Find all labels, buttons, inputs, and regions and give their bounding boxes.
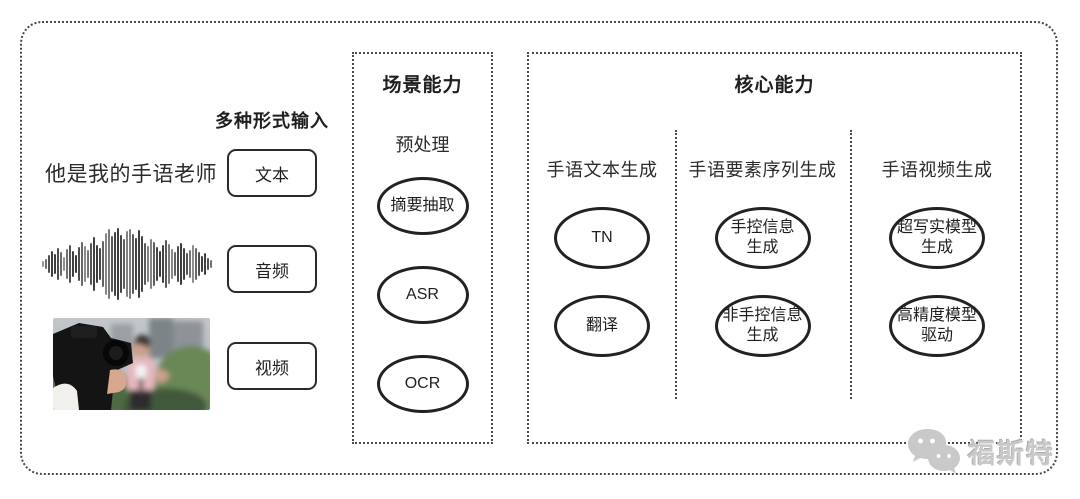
preprocess-label: 预处理 bbox=[395, 135, 450, 155]
column-divider-1 bbox=[675, 130, 677, 399]
core-box-title: 核心能力 bbox=[734, 75, 815, 96]
watermark-text: 福斯特 bbox=[968, 438, 1055, 469]
scene-capability-box: 场景能力 预处理 摘要抽取 ASR OCR bbox=[352, 52, 493, 444]
input-section-label: 多种形式输入 bbox=[215, 111, 329, 131]
outer-dotted-border bbox=[20, 21, 1058, 475]
column-sign-element-sequence-generation: 手语要素序列生成 手控信息 生成 非手控信息 生成 bbox=[675, 54, 850, 442]
watermark: 福斯特 bbox=[906, 427, 1055, 475]
node-tn: TN bbox=[554, 207, 650, 269]
input-type-text-box: 文本 bbox=[227, 149, 317, 197]
node-high-precision-model-driving: 高精度模型 驱动 bbox=[889, 295, 985, 357]
node-asr: ASR bbox=[376, 266, 469, 324]
input-type-video-label: 视频 bbox=[255, 358, 289, 378]
input-type-audio-label: 音频 bbox=[255, 261, 289, 281]
node-summary-extraction: 摘要抽取 bbox=[376, 177, 469, 235]
node-non-manual-info-generation: 非手控信息 生成 bbox=[714, 295, 811, 357]
scene-box-title: 场景能力 bbox=[382, 75, 463, 96]
node-manual-info-generation: 手控信息 生成 bbox=[714, 207, 811, 269]
sample-sentence: 他是我的手语老师 bbox=[45, 163, 217, 186]
column-sign-text-generation: 手语文本生成 TN 翻译 bbox=[529, 54, 675, 442]
column-sign-video-generation: 手语视频生成 超写实模型 生成 高精度模型 驱动 bbox=[850, 54, 1024, 442]
column-header: 手语文本生成 bbox=[546, 160, 658, 180]
node-hyperreal-model-generation: 超写实模型 生成 bbox=[889, 207, 985, 269]
column-header: 手语要素序列生成 bbox=[688, 160, 837, 180]
node-ocr: OCR bbox=[376, 355, 469, 413]
input-type-video-box: 视频 bbox=[227, 342, 317, 390]
wechat-chat-bubbles-icon bbox=[908, 429, 960, 474]
column-divider-2 bbox=[850, 130, 852, 399]
input-type-text-label: 文本 bbox=[255, 165, 289, 185]
node-translation: 翻译 bbox=[554, 295, 650, 357]
reporter-video-thumbnail bbox=[53, 318, 210, 410]
input-type-audio-box: 音频 bbox=[227, 245, 317, 293]
core-capability-box: 核心能力 手语文本生成 TN 翻译 手语要素序列生成 手控信息 生成 非手控信息… bbox=[527, 52, 1022, 444]
audio-waveform-icon bbox=[42, 228, 212, 300]
video-frame-illustration bbox=[53, 318, 210, 410]
column-header: 手语视频生成 bbox=[881, 160, 993, 180]
